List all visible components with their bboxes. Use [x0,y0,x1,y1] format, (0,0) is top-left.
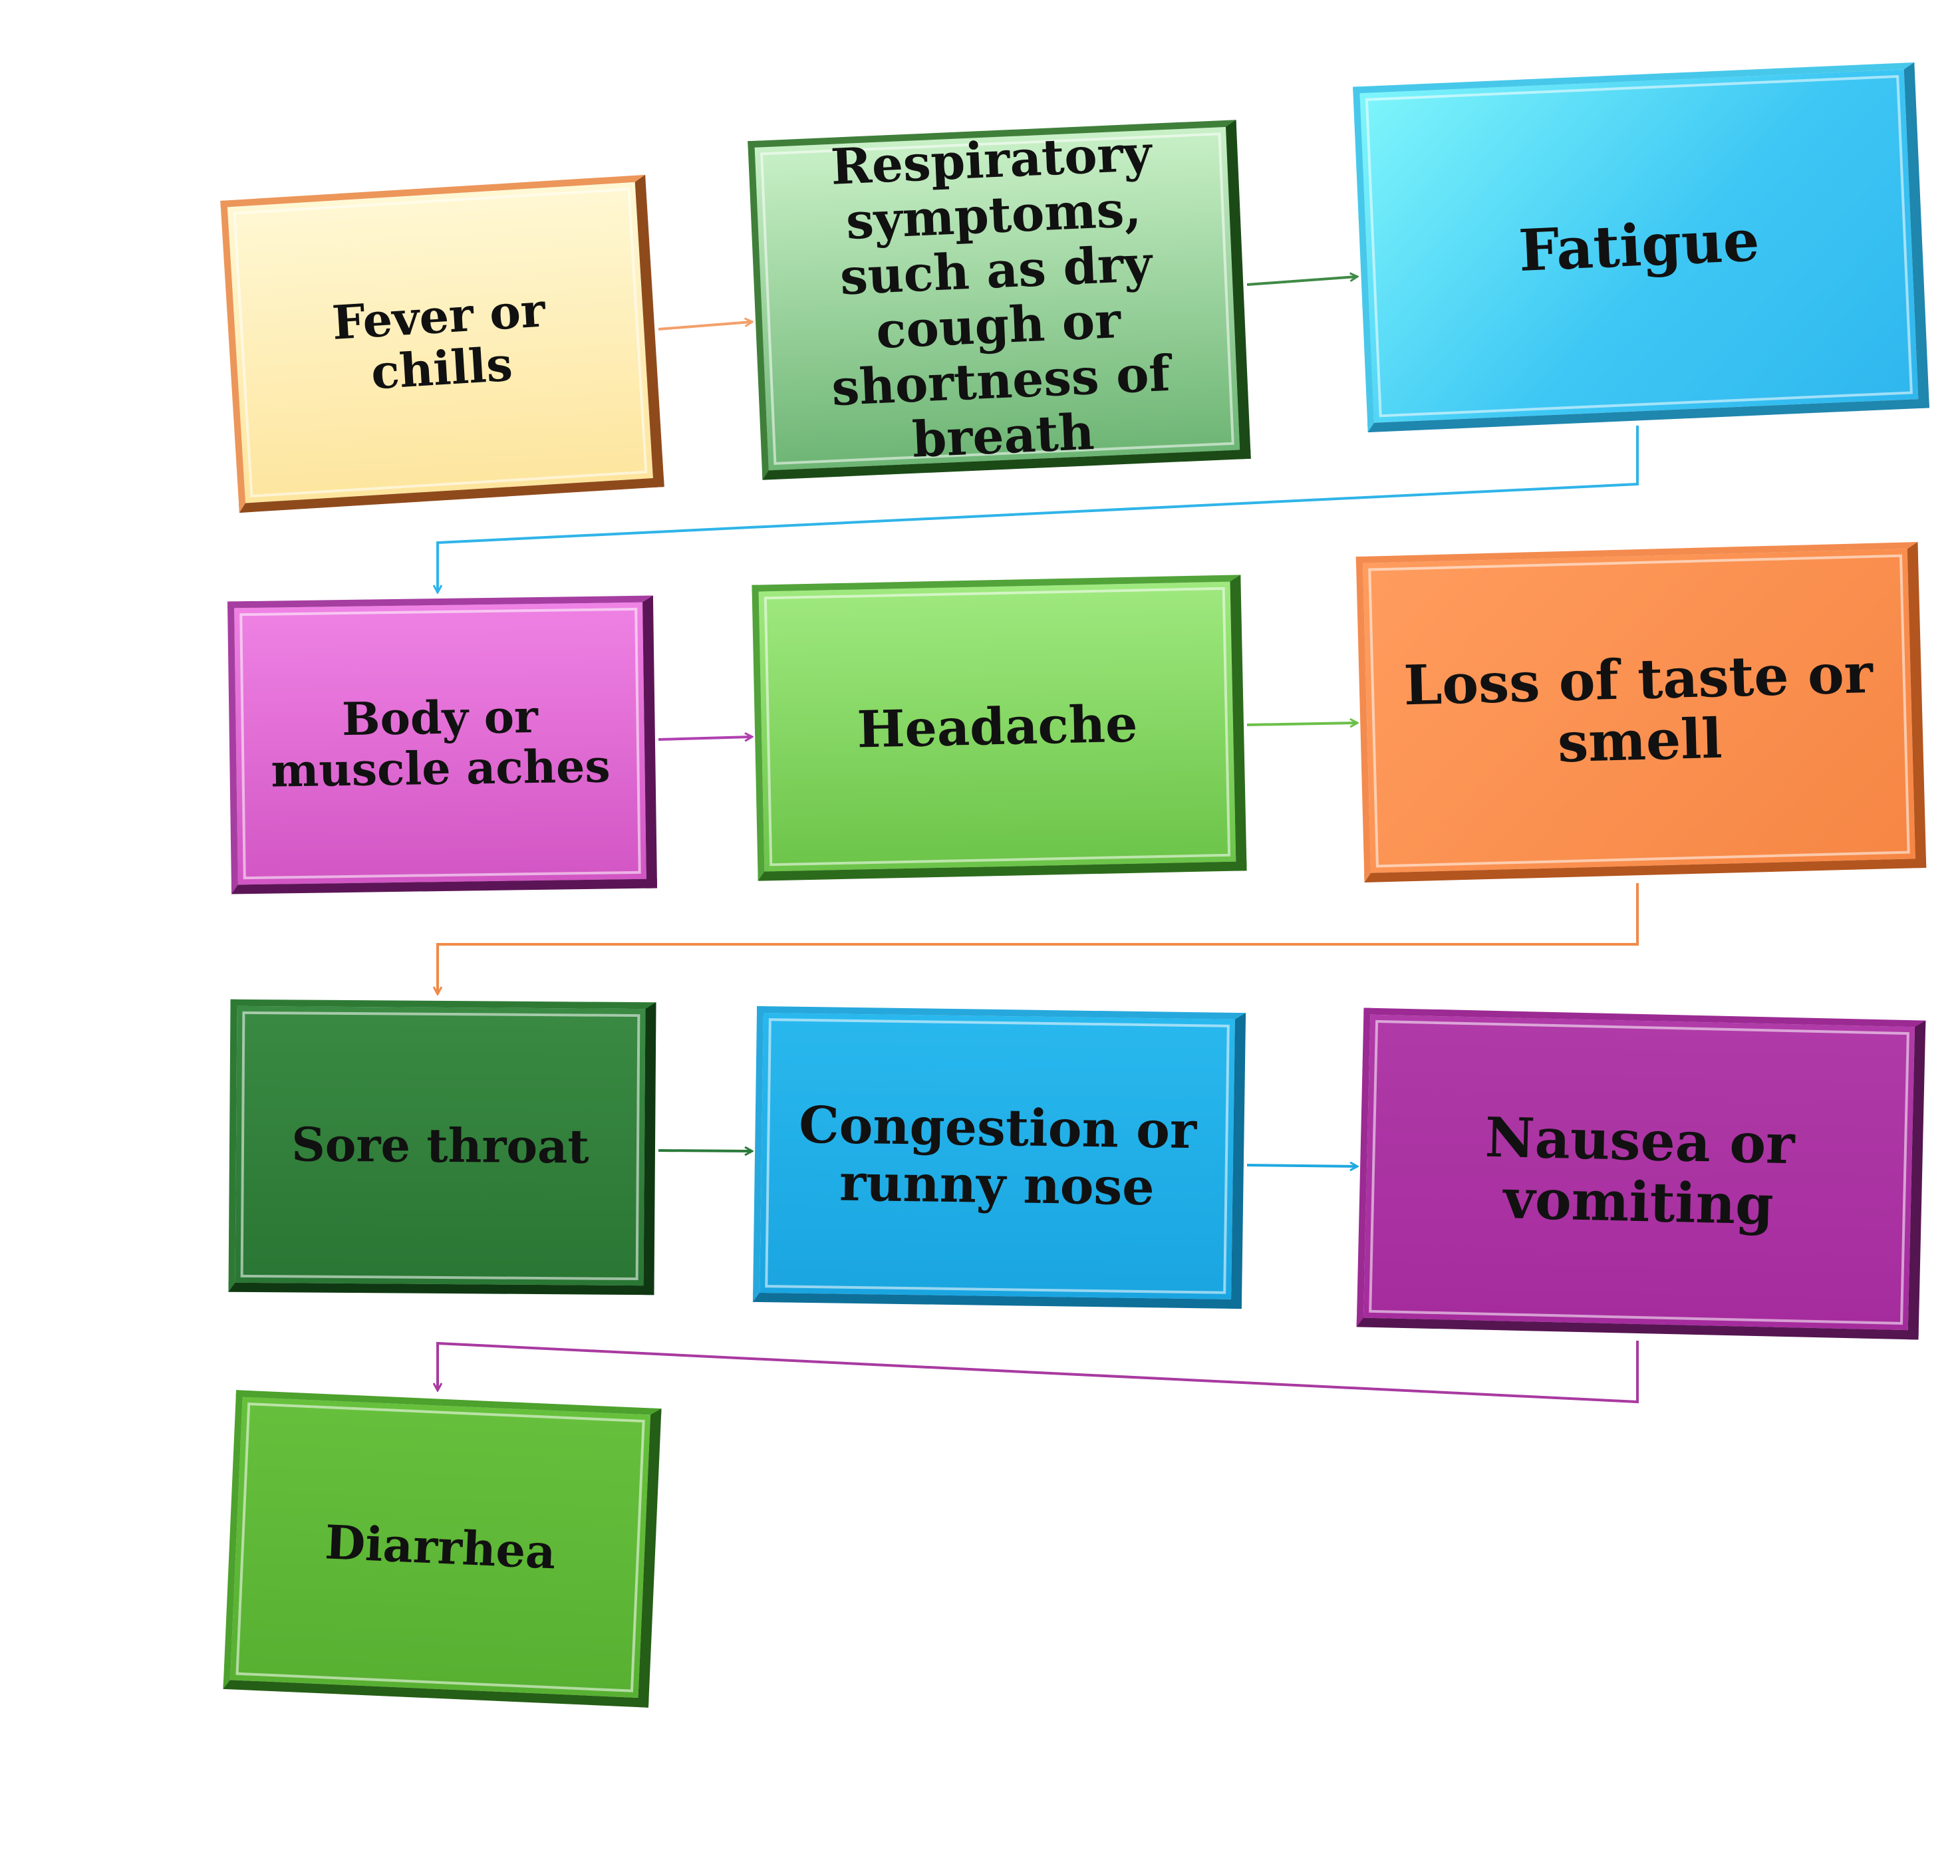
box-fatigue: Fatigue [1353,62,1929,433]
connector-sore-to-congestion [658,1150,752,1151]
box-diarrhea: Diarrhea [223,1390,662,1708]
box-diarrhea-label: Diarrhea [323,1514,557,1580]
box-body-or-muscle-aches-label: Body or muscle aches [270,690,611,798]
box-fever-or-chills: Fever or chills [220,174,664,513]
connector-body-to-headache [658,737,752,739]
connector-nausea-to-diarrhea [438,1341,1639,1404]
connector-congestion-to-nausea [1246,1165,1357,1166]
box-congestion-or-runny-nose-label: Congestion or runny nose [798,1095,1197,1216]
box-headache-label: Headache [856,694,1139,759]
box-respiratory-symptoms-label: Respiratory symptoms, such as dry cough … [829,125,1172,469]
box-loss-of-taste-or-smell-label: Loss of taste or smell [1403,642,1874,775]
box-nausea-or-vomiting-label: Nausea or vomiting [1484,1105,1796,1238]
connector-respiratory-to-fatigue [1246,277,1357,286]
box-body-or-muscle-aches: Body or muscle aches [227,595,658,894]
box-congestion-or-runny-nose: Congestion or runny nose [752,1005,1246,1309]
connector-fever-to-respiratory [658,322,752,331]
connector-taste-to-sore [438,883,1639,994]
box-headache: Headache [752,575,1247,881]
box-sore-throat: Sore throat [228,999,656,1295]
box-fatigue-label: Fatigue [1517,207,1761,285]
box-sore-throat-label: Sore throat [291,1117,590,1174]
box-respiratory-symptoms: Respiratory symptoms, such as dry cough … [748,120,1251,480]
box-nausea-or-vomiting: Nausea or vomiting [1356,1007,1926,1340]
connector-fatigue-to-body [438,426,1639,592]
box-fever-or-chills-label: Fever or chills [330,282,547,400]
connector-headache-to-taste [1246,723,1357,725]
box-loss-of-taste-or-smell: Loss of taste or smell [1355,542,1927,882]
